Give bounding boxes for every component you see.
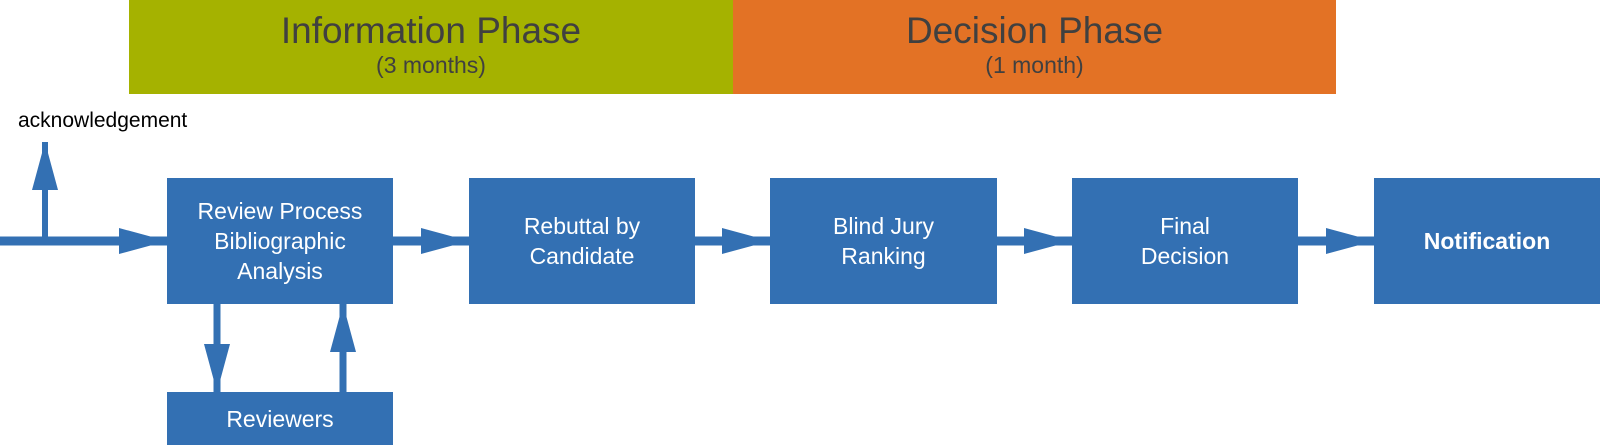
information-phase-title: Information Phase (280, 10, 582, 51)
notification-box: Notification (1374, 178, 1600, 304)
reviewers-box: Reviewers (167, 392, 393, 445)
rebuttal-box: Rebuttal by Candidate (469, 178, 695, 304)
decision-phase-duration: (1 month) (985, 52, 1084, 78)
information-phase-duration: (3 months) (376, 52, 486, 78)
decision-phase-title: Decision Phase (905, 10, 1164, 51)
acknowledgement-label: acknowledgement (18, 109, 188, 132)
final-decision-box: Final Decision (1072, 178, 1298, 304)
information-phase-header: Information Phase (3 months) (129, 0, 733, 94)
blind-jury-ranking-box: Blind Jury Ranking (770, 178, 997, 304)
review-process-box: Review Process Bibliographic Analysis (167, 178, 393, 304)
decision-phase-header: Decision Phase (1 month) (733, 0, 1336, 94)
